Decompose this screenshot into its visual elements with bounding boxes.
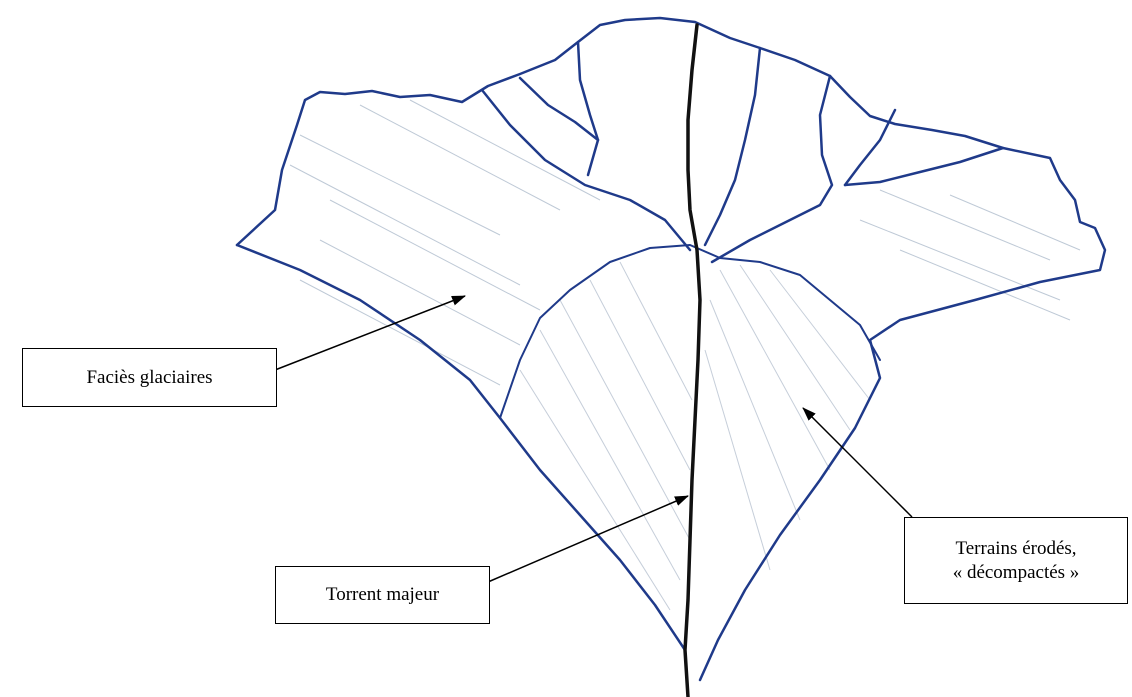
label-facies-glaciaires-text: Faciès glaciaires <box>86 366 212 390</box>
label-terrains-erodes-line1: Terrains érodés, <box>955 537 1076 561</box>
label-torrent-majeur: Torrent majeur <box>275 566 490 624</box>
eroded-cone-outline <box>500 245 880 418</box>
hatching-glacial-left <box>290 100 600 385</box>
label-terrains-erodes-line2: « décompactés » <box>953 561 1080 585</box>
label-facies-glaciaires: Faciès glaciaires <box>22 348 277 407</box>
label-torrent-majeur-text: Torrent majeur <box>326 583 439 607</box>
tributaries <box>482 42 1003 262</box>
label-terrains-erodes: Terrains érodés, « décompactés » <box>904 517 1128 604</box>
main-torrent <box>685 25 700 697</box>
arrow-torrent <box>488 496 688 582</box>
